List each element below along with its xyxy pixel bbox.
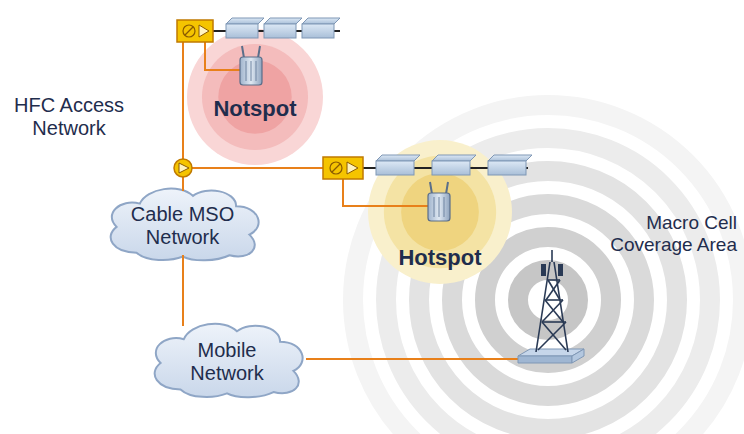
node-label: Hotspot: [368, 245, 512, 270]
splitter-symbol: [174, 159, 192, 177]
amplifier-symbol: [323, 157, 363, 179]
amplifier-symbol: [177, 20, 213, 42]
network-link: [182, 255, 184, 326]
cell-tower-icon: [518, 250, 584, 363]
network-cloud: Mobile Network: [144, 318, 310, 400]
node-label: Cable MSO Network: [122, 203, 244, 249]
notspot-zone: Notspot: [187, 29, 323, 165]
node-label: Mobile Network: [166, 339, 288, 385]
network-label: HFC Access Network: [8, 94, 130, 140]
tap-line: [213, 18, 340, 38]
tap-line: [363, 155, 532, 175]
node-label: Notspot: [187, 96, 323, 121]
network-label-text: HFC Access Network: [8, 94, 130, 140]
network-link: [306, 358, 518, 360]
network-cloud: Cable MSO Network: [100, 183, 266, 263]
node-label: Macro Cell Coverage Area: [605, 212, 737, 256]
